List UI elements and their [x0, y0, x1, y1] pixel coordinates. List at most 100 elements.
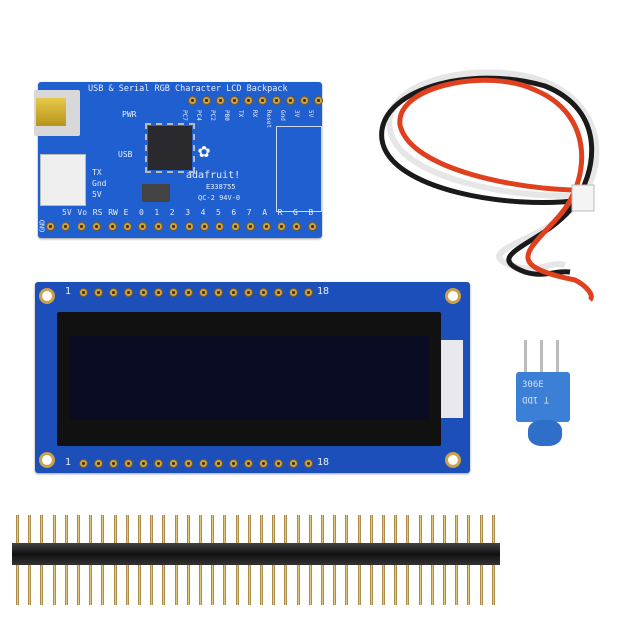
- pot-code-1: 306E: [522, 380, 544, 390]
- header-plastic: [12, 543, 500, 565]
- bottom-pin-label: RS: [92, 208, 103, 217]
- header-pad: [92, 222, 102, 231]
- bottom-pin-label: Vo: [77, 208, 88, 217]
- pot-code-2: T 1DD: [522, 394, 550, 404]
- header-pad: [230, 222, 240, 231]
- mount-hole: [39, 288, 55, 304]
- header-pad: [246, 222, 256, 231]
- lcd-pin-pad: [94, 288, 103, 297]
- lcd-pin-pad: [289, 288, 298, 297]
- pwr-label: PWR: [122, 110, 137, 119]
- lcd-pin-pad: [199, 459, 208, 468]
- header-pad: [107, 222, 117, 231]
- pot-knob: [528, 420, 562, 446]
- lcd-pin-pad: [94, 459, 103, 468]
- header-pad: [230, 96, 239, 105]
- jst-plug: [571, 184, 595, 212]
- microcontroller-chip: [145, 123, 195, 173]
- header-pad: [272, 96, 281, 105]
- top-pin-label: RX: [251, 110, 258, 118]
- top-pin-label: Gnd: [279, 110, 286, 121]
- isp-header-box: [276, 126, 322, 212]
- header-pad: [314, 96, 323, 105]
- cert-label: QC-2 94V-0: [198, 194, 241, 202]
- tx-label: TX: [92, 168, 102, 177]
- lcd-pin-pad: [109, 459, 118, 468]
- lcd-pin-pad: [154, 459, 163, 468]
- diode: [142, 184, 170, 202]
- lcd-pin-pad: [79, 459, 88, 468]
- bottom-pin-label: RW: [108, 208, 118, 217]
- header-pad: [258, 96, 267, 105]
- header-pad: [200, 222, 209, 231]
- lcd-pin-pad: [259, 288, 268, 297]
- header-pad: [61, 222, 71, 231]
- mount-hole: [445, 288, 461, 304]
- header-pad: [138, 222, 148, 231]
- mini-usb-connector: [34, 90, 80, 136]
- lcd-pin-pad: [124, 459, 133, 468]
- lcd-pin-pad: [304, 459, 313, 468]
- lcd-pin-pad: [79, 288, 88, 297]
- header-pad: [76, 222, 86, 231]
- lcd-pin-pad: [139, 288, 148, 297]
- bottom-pin-label: 2: [169, 208, 175, 217]
- pin-18-label-top: 18: [317, 286, 330, 297]
- bottom-pin-label: 0: [139, 208, 144, 217]
- mount-hole: [39, 452, 55, 468]
- lcd-pin-pad: [214, 288, 223, 297]
- lcd-pin-pad: [169, 459, 178, 468]
- lcd-pin-pad: [229, 459, 238, 468]
- top-pin-label: 3V: [293, 110, 300, 118]
- header-pad: [261, 222, 271, 231]
- male-header-strip: [12, 515, 500, 607]
- top-pin-label: 5V: [307, 110, 314, 118]
- lcd-pin-pad: [124, 288, 133, 297]
- lcd-pin-pad: [274, 288, 283, 297]
- header-pad: [307, 222, 317, 231]
- lcd-pin-pad: [109, 288, 118, 297]
- header-pad: [277, 222, 286, 231]
- top-pin-label: PC4: [195, 110, 202, 121]
- header-pad: [188, 96, 197, 105]
- lcd-pin-pad: [199, 288, 208, 297]
- lcd-pin-pad: [184, 459, 193, 468]
- header-pad: [123, 222, 132, 231]
- bottom-pin-label: 4: [200, 208, 206, 217]
- top-pin-label: TX: [237, 110, 244, 118]
- bottom-pin-label: 5: [216, 208, 221, 217]
- lcd-pin-pad: [259, 459, 268, 468]
- top-pin-label: PC2: [209, 110, 216, 121]
- bottom-pin-label: 7: [246, 208, 252, 217]
- lcd-pin-pad: [289, 459, 298, 468]
- header-pad: [216, 96, 225, 105]
- bottom-pin-label: E: [123, 208, 129, 217]
- bottom-pin-label: G: [293, 208, 298, 217]
- pin-1-label-top: 1: [65, 286, 72, 297]
- wire-red: [397, 77, 594, 302]
- lcd-pin-pad: [184, 288, 193, 297]
- header-pad: [169, 222, 179, 231]
- header-pad: [202, 96, 211, 105]
- pin-1-label-bottom: 1: [65, 457, 72, 468]
- bottom-pin-label: B: [308, 208, 314, 217]
- lcd-display: [69, 336, 429, 420]
- bottom-pin-label: 3: [185, 208, 191, 217]
- lcd-module: 1 18 1 18: [35, 282, 470, 473]
- usb-label: USB: [118, 150, 133, 159]
- header-pad: [286, 96, 295, 105]
- brand-label: adafruit!: [186, 170, 241, 181]
- header-pad: [244, 96, 253, 105]
- header-pad: [292, 222, 302, 231]
- gnd-label: Gnd: [92, 179, 107, 188]
- top-pin-label: PC7: [181, 110, 188, 121]
- lcd-pin-pad: [139, 459, 148, 468]
- lcd-pin-pad: [244, 288, 253, 297]
- 5v-label: 5V: [92, 190, 102, 199]
- adafruit-star-icon: ✿: [198, 138, 211, 162]
- jst-cable: [379, 69, 600, 302]
- wire-white: [386, 69, 600, 272]
- header-pad: [215, 222, 225, 231]
- bottom-pin-label: A: [262, 208, 268, 217]
- lcd-pin-pad: [214, 459, 223, 468]
